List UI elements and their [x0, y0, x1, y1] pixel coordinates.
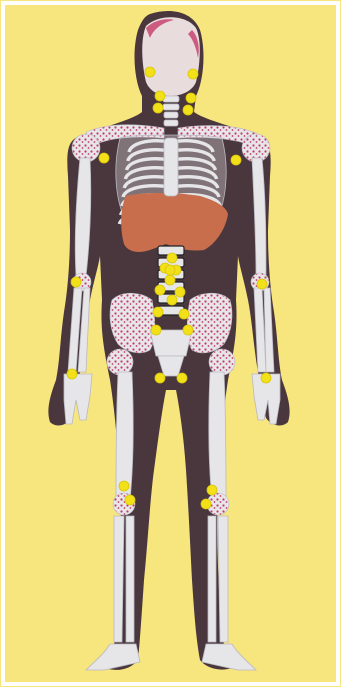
marker-dot — [188, 69, 198, 79]
marker-dot — [155, 91, 165, 101]
marker-dot — [207, 485, 217, 495]
marker-dot — [153, 103, 163, 113]
marker-dot — [261, 373, 271, 383]
marker-dot — [153, 307, 163, 317]
marker-dot — [177, 373, 187, 383]
marker-dot — [201, 499, 211, 509]
marker-dot — [67, 369, 77, 379]
marker-dot — [257, 279, 267, 289]
marker-dot — [183, 105, 193, 115]
marker-dot — [155, 373, 165, 383]
marker-dot — [155, 285, 165, 295]
marker-dot — [183, 325, 193, 335]
marker-dot — [99, 153, 109, 163]
marker-dot — [167, 253, 177, 263]
marker-dot — [165, 275, 175, 285]
marker-dot — [175, 287, 185, 297]
marker-dot — [186, 93, 196, 103]
marker-dot — [145, 67, 155, 77]
marker-dot — [167, 295, 177, 305]
sternum — [164, 138, 178, 196]
liver — [121, 193, 228, 252]
marker-dot — [231, 155, 241, 165]
marker-dot — [119, 481, 129, 491]
marker-dot — [71, 277, 81, 287]
skull — [142, 17, 200, 96]
marker-dot — [179, 309, 189, 319]
marker-dot — [125, 495, 135, 505]
marker-dot — [165, 265, 175, 275]
marker-dot — [151, 325, 161, 335]
